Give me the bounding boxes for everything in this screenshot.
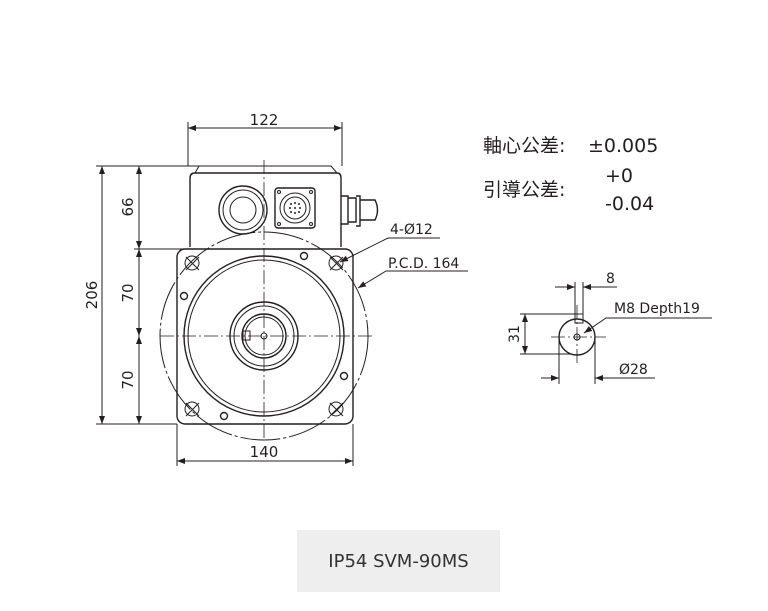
pcd-label: P.C.D. 164 (388, 256, 459, 272)
tap-label: M8 Depth19 (614, 301, 700, 317)
junction-box (189, 172, 342, 247)
shaft-diameter-dim: Ø28 (619, 362, 648, 378)
pilot-upper: +0 (605, 165, 633, 187)
mounting-holes (184, 255, 344, 417)
shaft-end-detail: 8 M8 Depth19 31 Ø28 (507, 271, 712, 384)
signal-connector (274, 187, 316, 229)
holes-label: 4-Ø12 (390, 222, 433, 238)
square-flange (176, 248, 354, 425)
pilot-label: 引導公差: (483, 179, 565, 201)
pilot-lower: -0.04 (605, 193, 654, 215)
dim-70-lower: 70 (119, 370, 137, 389)
shaft-height-dim: 31 (507, 325, 523, 343)
dim-66: 66 (119, 197, 137, 216)
dimensions: 122 140 206 66 70 70 4-Ø12 P.C.D. 164 (83, 111, 468, 466)
dim-70-upper: 70 (119, 283, 137, 302)
tolerance-notes: 軸心公差: ±0.005 引導公差: +0 -0.04 (483, 135, 658, 215)
runout-value: ±0.005 (588, 135, 658, 157)
front-view (159, 160, 379, 441)
model-name-label: IP54 SVM-90MS (297, 530, 500, 592)
dim-206: 206 (83, 281, 101, 310)
dim-122: 122 (250, 111, 279, 129)
key-width-dim: 8 (606, 271, 615, 287)
runout-label: 軸心公差: (483, 135, 565, 157)
cable-gland-round (218, 185, 268, 235)
dim-140: 140 (250, 443, 279, 461)
power-cable-gland (341, 195, 379, 227)
